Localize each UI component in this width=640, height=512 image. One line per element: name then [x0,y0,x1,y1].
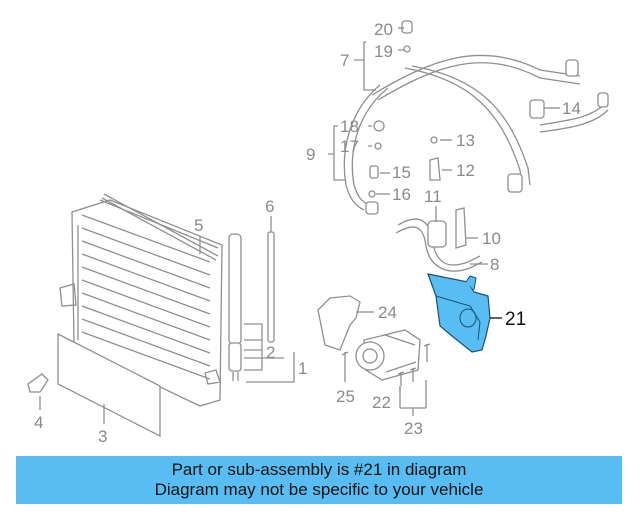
receiver-part [427,207,467,249]
cover-panel-part [57,332,161,438]
callout-6: 6 [265,197,274,216]
callout-20: 20 [374,20,393,39]
callout-3: 3 [98,427,107,446]
callout-15: 15 [392,163,411,182]
callout-14: 14 [562,99,581,118]
callout-8: 8 [490,255,499,274]
callout-9: 9 [306,145,315,164]
seal-strip-part [101,193,219,261]
callout-4: 4 [34,413,43,432]
callout-16: 16 [392,185,411,204]
bolts-parts [341,343,431,386]
leader-lines [39,27,560,424]
seal-strip-part [267,231,275,343]
fittings-parts [368,20,441,198]
heat-shield-part-21 [427,273,491,353]
callout-24: 24 [378,303,397,322]
receiver-drier-part [228,233,242,381]
callout-5: 5 [194,216,203,235]
callout-7: 7 [340,51,349,70]
banner-line-part-number: Part or sub-assembly is #21 in diagram [171,460,467,479]
callout-12: 12 [456,161,475,180]
callout-19: 19 [374,42,393,61]
callout-18: 18 [340,117,359,136]
banner-line-disclaimer: Diagram may not be specific to your vehi… [154,480,484,499]
callout-1: 1 [298,359,307,378]
parts-diagram: 20 19 7 14 18 13 17 9 12 15 16 11 10 8 5… [27,20,609,446]
info-banner: Part or sub-assembly is #21 in diagram D… [16,456,622,504]
callout-13: 13 [456,131,475,150]
bracket-part [27,373,49,393]
callout-10: 10 [482,229,501,248]
ac-hoses-part [343,54,609,272]
compressor-part [355,329,421,381]
callout-2: 2 [266,343,275,362]
callout-23: 23 [404,419,423,438]
compressor-bracket-part [317,295,361,351]
callout-22: 22 [372,393,391,412]
callout-21: 21 [505,309,526,330]
callout-17: 17 [340,137,359,156]
callout-11: 11 [424,187,442,206]
callout-25: 25 [336,387,355,406]
